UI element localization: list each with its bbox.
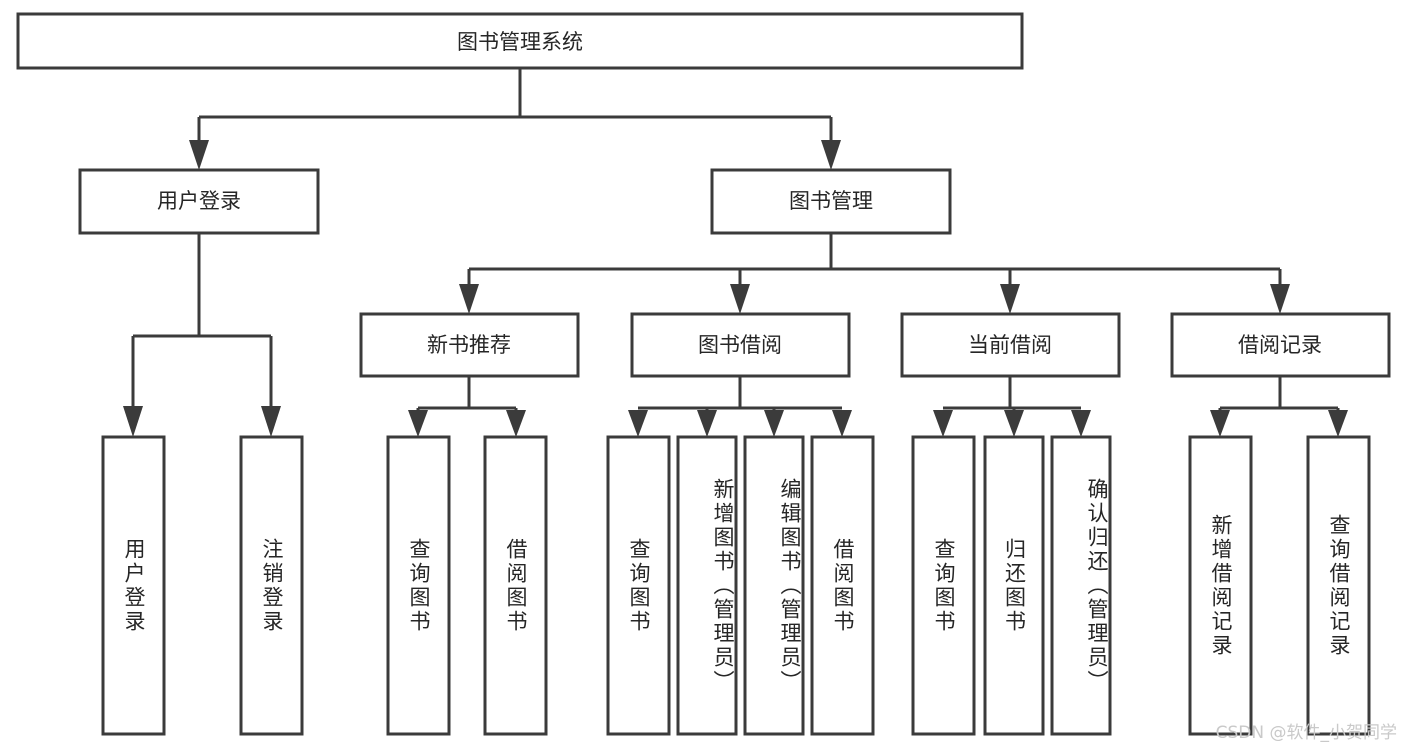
node-book-borrow[interactable]: 图书借阅 (630, 312, 851, 378)
connector-group-borrow-book (628, 376, 852, 437)
connector-group-current-borrow (933, 376, 1091, 437)
arrowhead-leaf-4 (506, 410, 526, 437)
node-new-book-recommend-box[interactable] (359, 312, 580, 378)
arrowhead-borrow-book (730, 284, 750, 314)
node-book-manage-label: 图书管理 (789, 189, 873, 213)
node-user-login[interactable]: 用户登录 (78, 168, 320, 235)
leaf-box-edit-book-admin[interactable] (743, 435, 805, 736)
node-new-book-recommend-label: 新书推荐 (427, 333, 511, 357)
node-borrow-record[interactable]: 借阅记录 (1170, 312, 1391, 378)
leaf-box-query-borrow-record[interactable] (1306, 435, 1371, 736)
arrowhead-leaf-9 (933, 410, 953, 437)
leaf-box-query-book-3[interactable] (911, 435, 976, 736)
node-borrow-record-label: 借阅记录 (1238, 333, 1322, 357)
leaf-box-return-book[interactable] (983, 435, 1045, 736)
node-book-borrow-label: 图书借阅 (698, 333, 782, 357)
node-current-borrow[interactable]: 当前借阅 (900, 312, 1121, 378)
connector-group-book-manage (459, 233, 1290, 314)
arrowhead-current-borrow (1000, 284, 1020, 314)
arrowhead-leaf-1 (123, 406, 143, 437)
leaf-box-add-borrow-record[interactable] (1188, 435, 1253, 736)
node-book-borrow-box[interactable] (630, 312, 851, 378)
arrowhead-book-manage (821, 140, 841, 170)
arrowhead-leaf-13 (1328, 410, 1348, 437)
node-borrow-record-box[interactable] (1170, 312, 1391, 378)
watermark-text: CSDN @软件_小贺同学 (1215, 723, 1397, 743)
leaf-box-borrow-book-2[interactable] (810, 435, 875, 736)
node-user-login-box[interactable] (78, 168, 320, 235)
arrowhead-user-login (189, 140, 209, 170)
arrowhead-leaf-7 (764, 410, 784, 437)
node-root-label: 图书管理系统 (457, 30, 583, 54)
arrowhead-new-book (459, 284, 479, 314)
arrowhead-borrow-record (1270, 284, 1290, 314)
arrowhead-leaf-2 (261, 406, 281, 437)
arrowhead-leaf-11 (1071, 410, 1091, 437)
node-new-book-recommend[interactable]: 新书推荐 (359, 312, 580, 378)
leaf-box-borrow-book-1[interactable] (483, 435, 548, 736)
arrowhead-leaf-8 (832, 410, 852, 437)
connector-group-borrow-record (1210, 376, 1348, 437)
node-root-box[interactable] (16, 12, 1024, 70)
node-current-borrow-box[interactable] (900, 312, 1121, 378)
leaf-box-query-book-2[interactable] (606, 435, 671, 736)
arrowhead-leaf-6 (697, 410, 717, 437)
arrowhead-leaf-12 (1210, 410, 1230, 437)
node-user-login-label: 用户登录 (157, 189, 241, 213)
connector-group-new-book (408, 376, 526, 437)
leaf-box-user-login[interactable] (101, 435, 166, 736)
leaf-box-add-book-admin[interactable] (676, 435, 738, 736)
arrowhead-leaf-3 (408, 410, 428, 437)
leaf-box-query-book-1[interactable] (386, 435, 451, 736)
node-book-manage-box[interactable] (710, 168, 952, 235)
leaf-box-confirm-return-admin[interactable] (1050, 435, 1112, 736)
connector-group-user-login (123, 233, 281, 437)
arrowhead-leaf-5 (628, 410, 648, 437)
connector-group-root (189, 68, 841, 170)
leaf-box-logout[interactable] (239, 435, 304, 736)
node-current-borrow-label: 当前借阅 (968, 333, 1052, 357)
arrowhead-leaf-10 (1004, 410, 1024, 437)
node-root[interactable]: 图书管理系统 (16, 12, 1024, 70)
node-book-manage[interactable]: 图书管理 (710, 168, 952, 235)
